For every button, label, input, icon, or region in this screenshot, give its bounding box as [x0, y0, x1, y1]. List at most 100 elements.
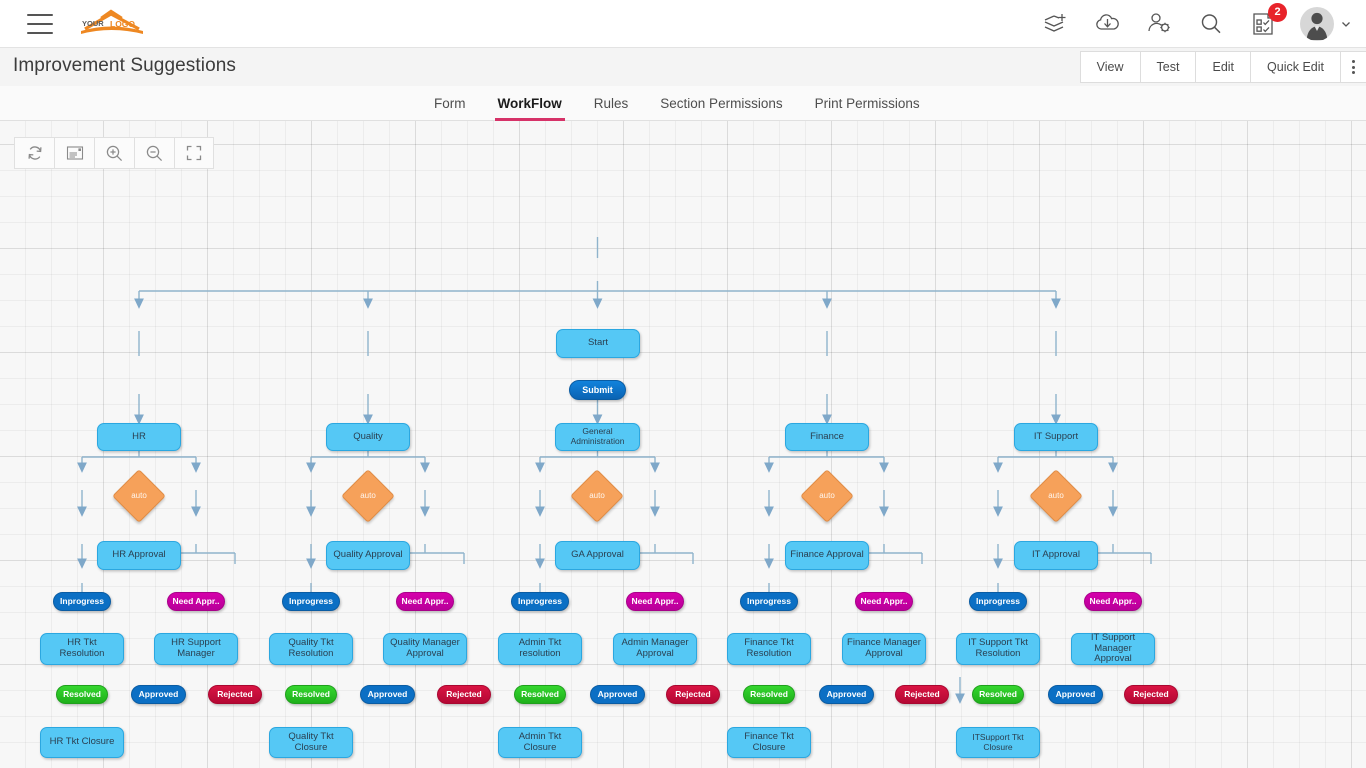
node-hr-support-manager[interactable]: HR Support Manager	[154, 633, 238, 665]
node-admin-tkt-closure[interactable]: Admin Tkt Closure	[498, 727, 582, 758]
tab-print-permissions[interactable]: Print Permissions	[814, 96, 920, 111]
node-hr-tkt-closure[interactable]: HR Tkt Closure	[40, 727, 124, 758]
node-it-support-manager-approval[interactable]: IT Support Manager Approval	[1071, 632, 1155, 665]
legend-icon[interactable]	[54, 137, 94, 169]
pill-finance-need-approval[interactable]: Need Appr..	[855, 592, 913, 611]
fullscreen-icon[interactable]	[174, 137, 214, 169]
pill-ga-inprogress[interactable]: Inprogress	[511, 592, 569, 611]
hamburger-icon[interactable]	[27, 13, 53, 34]
quick-edit-button[interactable]: Quick Edit	[1251, 52, 1341, 82]
pill-quality-approved[interactable]: Approved	[360, 685, 415, 704]
svg-text:LOGO: LOGO	[110, 19, 135, 29]
node-dept-finance[interactable]: Finance	[785, 423, 869, 451]
node-decision-finance-auto[interactable]: auto	[800, 469, 854, 523]
add-layers-icon[interactable]	[1040, 9, 1070, 39]
node-decision-ga-auto[interactable]: auto	[570, 469, 624, 523]
cloud-download-icon[interactable]	[1092, 9, 1122, 39]
workflow-nodes: Start Submit HR Quality General Administ…	[0, 121, 1366, 768]
pill-finance-approved[interactable]: Approved	[819, 685, 874, 704]
workflow-toolbar	[14, 137, 214, 169]
pill-it-need-approval[interactable]: Need Appr..	[1084, 592, 1142, 611]
node-decision-hr-auto[interactable]: auto	[112, 469, 166, 523]
pill-it-rejected[interactable]: Rejected	[1124, 685, 1178, 704]
pill-quality-inprogress[interactable]: Inprogress	[282, 592, 340, 611]
top-navigation-bar: YOUR LOGO	[0, 0, 1366, 48]
svg-text:YOUR: YOUR	[82, 19, 104, 28]
node-finance-approval[interactable]: Finance Approval	[785, 541, 869, 570]
decision-label: auto	[589, 491, 605, 500]
node-finance-tkt-resolution[interactable]: Finance Tkt Resolution	[727, 633, 811, 665]
pill-quality-resolved[interactable]: Resolved	[285, 685, 337, 704]
decision-label: auto	[131, 491, 147, 500]
decision-label: auto	[360, 491, 376, 500]
node-admin-manager-approval[interactable]: Admin Manager Approval	[613, 633, 697, 665]
pill-finance-inprogress[interactable]: Inprogress	[740, 592, 798, 611]
page-title: Improvement Suggestions	[13, 55, 237, 76]
pill-hr-approved[interactable]: Approved	[131, 685, 186, 704]
pill-hr-inprogress[interactable]: Inprogress	[53, 592, 111, 611]
pill-quality-need-approval[interactable]: Need Appr..	[396, 592, 454, 611]
test-button[interactable]: Test	[1140, 52, 1197, 82]
pill-ga-resolved[interactable]: Resolved	[514, 685, 566, 704]
node-quality-tkt-resolution[interactable]: Quality Tkt Resolution	[269, 633, 353, 665]
node-quality-approval[interactable]: Quality Approval	[326, 541, 410, 570]
view-button[interactable]: View	[1080, 52, 1141, 82]
tab-rules[interactable]: Rules	[593, 96, 629, 111]
page-action-bar: View Test Edit Quick Edit	[1079, 51, 1366, 83]
kebab-menu-icon	[1352, 60, 1355, 74]
page-header: Improvement Suggestions View Test Edit Q…	[0, 48, 1366, 86]
node-finance-tkt-closure[interactable]: Finance Tkt Closure	[727, 727, 811, 758]
node-quality-tkt-closure[interactable]: Quality Tkt Closure	[269, 727, 353, 758]
node-hr-approval[interactable]: HR Approval	[97, 541, 181, 570]
app-logo[interactable]: YOUR LOGO	[77, 7, 149, 41]
node-it-approval[interactable]: IT Approval	[1014, 541, 1098, 570]
topbar-actions: 2	[1040, 2, 1352, 41]
refresh-icon[interactable]	[14, 137, 54, 169]
node-dept-quality[interactable]: Quality	[326, 423, 410, 451]
node-decision-quality-auto[interactable]: auto	[341, 469, 395, 523]
pill-it-resolved[interactable]: Resolved	[972, 685, 1024, 704]
workflow-canvas[interactable]: Start Submit HR Quality General Administ…	[0, 121, 1366, 768]
decision-label: auto	[819, 491, 835, 500]
node-admin-tkt-resolution[interactable]: Admin Tkt resolution	[498, 633, 582, 665]
pill-ga-need-approval[interactable]: Need Appr..	[626, 592, 684, 611]
node-dept-it-support[interactable]: IT Support	[1014, 423, 1098, 451]
chevron-down-icon	[1342, 21, 1350, 27]
node-ga-approval[interactable]: GA Approval	[555, 541, 640, 570]
node-submit[interactable]: Submit	[569, 380, 626, 400]
pill-hr-resolved[interactable]: Resolved	[56, 685, 108, 704]
avatar	[1300, 6, 1334, 41]
node-it-support-tkt-resolution[interactable]: IT Support Tkt Resolution	[956, 633, 1040, 665]
zoom-in-icon[interactable]	[94, 137, 134, 169]
pill-hr-rejected[interactable]: Rejected	[208, 685, 262, 704]
tab-workflow[interactable]: WorkFlow	[482, 96, 578, 121]
node-dept-general-administration[interactable]: General Administration	[555, 423, 640, 451]
decision-label: auto	[1048, 491, 1064, 500]
pill-finance-resolved[interactable]: Resolved	[743, 685, 795, 704]
user-settings-icon[interactable]	[1144, 9, 1174, 39]
zoom-out-icon[interactable]	[134, 137, 174, 169]
pill-finance-rejected[interactable]: Rejected	[895, 685, 949, 704]
node-hr-tkt-resolution[interactable]: HR Tkt Resolution	[40, 633, 124, 665]
pill-ga-approved[interactable]: Approved	[590, 685, 645, 704]
node-itsupport-tkt-closure[interactable]: ITSupport Tkt Closure	[956, 727, 1040, 758]
node-decision-it-auto[interactable]: auto	[1029, 469, 1083, 523]
pill-it-inprogress[interactable]: Inprogress	[969, 592, 1027, 611]
user-menu[interactable]	[1300, 6, 1352, 41]
tasks-checklist-icon[interactable]: 2	[1248, 2, 1287, 39]
pill-ga-rejected[interactable]: Rejected	[666, 685, 720, 704]
node-quality-manager-approval[interactable]: Quality Manager Approval	[383, 633, 467, 665]
node-dept-hr[interactable]: HR	[97, 423, 181, 451]
pill-hr-need-approval[interactable]: Need Appr..	[167, 592, 225, 611]
tab-section-permissions[interactable]: Section Permissions	[660, 96, 783, 111]
pill-it-approved[interactable]: Approved	[1048, 685, 1103, 704]
node-finance-manager-approval[interactable]: Finance Manager Approval	[842, 633, 926, 665]
tab-bar: Form WorkFlow Rules Section Permissions …	[0, 86, 1366, 121]
edit-button[interactable]: Edit	[1196, 52, 1252, 82]
pill-quality-rejected[interactable]: Rejected	[437, 685, 491, 704]
tab-form[interactable]: Form	[434, 96, 466, 111]
notification-badge: 2	[1268, 2, 1287, 22]
more-options-button[interactable]	[1341, 52, 1366, 82]
node-start[interactable]: Start	[556, 329, 640, 358]
search-icon[interactable]	[1196, 9, 1226, 39]
